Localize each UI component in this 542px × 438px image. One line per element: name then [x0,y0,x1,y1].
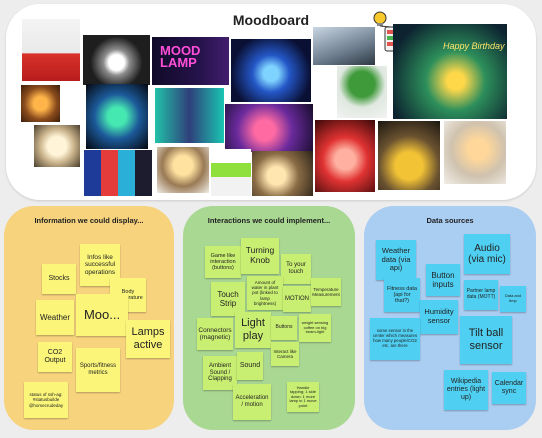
moodboard-image-paper-lamp [34,125,80,167]
interactions-panel: Interactions we could implement... Game … [183,206,355,430]
sticky-note[interactable]: Handle tapping; 1 side down: 1 more lamp… [287,382,319,412]
moodboard-image-desk-lamp [444,121,506,184]
sticky-note[interactable]: Sports/fitness metrics [76,348,120,392]
sticky-note[interactable]: Stocks [42,264,76,294]
sticky-note[interactable]: Calendar sync [492,372,526,404]
sticky-note[interactable]: Connectors (magnetic) [197,318,233,350]
sticky-note[interactable]: Tilt ball sensor [460,316,512,364]
sticky-note[interactable]: Amount of water in plant pot (linked to … [247,276,283,310]
sticky-note[interactable]: To your touch [281,254,311,284]
moodboard-image-pixel-lamp [86,84,148,149]
sticky-note[interactable]: Fitness data (api for that?) [384,278,420,312]
sticky-note[interactable]: Humidity sensor [420,300,458,334]
sticky-note[interactable]: Data and timp [500,286,526,312]
moodboard-image-red-lamp [22,19,80,81]
data-sources-panel: Data sources Weather data (via api) Audi… [364,206,536,430]
mood-lamp-text: MOOD LAMP [160,43,201,70]
display-panel: Information we could display... Infos li… [4,206,174,430]
sticky-note[interactable]: Infos like successful operations [80,244,120,286]
sticky-note[interactable]: some sensor in the center which measures… [370,318,420,360]
sticky-note[interactable]: Partner lamp data (MOTT) [464,280,498,310]
sticky-note[interactable]: Turning Knob [241,238,279,274]
sticky-note[interactable]: CO2 Output [38,342,72,372]
interactions-panel-title: Interactions we could implement... [207,216,331,225]
moodboard-image-pink-lamp [225,104,313,152]
moodboard-image-wood-lamp [21,85,60,122]
sticky-note[interactable]: Audio (via mic) [464,234,510,274]
moodboard-image-mood-lamp: MOOD LAMP [152,37,229,85]
moodboard-image-color-cubes [155,88,224,143]
moodboard-image-geo-lamps [252,151,313,196]
sticky-note[interactable]: Ambient Sound / Clapping [203,356,237,390]
display-panel-title: Information we could display... [34,216,144,225]
moodboard-image-cube-lamp [157,147,209,193]
sticky-note[interactable]: Interact like Camera [271,342,299,366]
moodboard-image-genie-lamp [378,121,440,190]
sticky-note[interactable]: Game like interaction (buttons) [205,246,241,278]
sticky-note[interactable]: Sound [237,352,263,380]
moodboard-image-plant-lamp [337,66,387,118]
sticky-note[interactable]: Moo... [76,294,128,336]
sticky-note[interactable]: status of ssh-ag: #statusbuilde @homecru… [24,382,68,418]
data-sources-panel-title: Data sources [426,216,474,225]
sticky-note[interactable]: MOTION [283,286,311,312]
sticky-note[interactable]: Wikipedia entries (light up) [444,370,488,410]
sticky-note[interactable]: Temperature Measurement [311,278,341,306]
moodboard-image-birthday-projector: Happy Birthday [393,24,507,119]
moodboard-image-red-stack [315,120,375,192]
moodboard-image-night-street [313,27,375,65]
sticky-note[interactable]: Lamps active [126,320,170,358]
moodboard-image-tube-lamps [84,150,152,196]
sticky-note[interactable]: weight sensing coffee on big beam-light [299,314,331,342]
sticky-note[interactable]: Touch Strip [211,282,245,316]
sticky-note[interactable]: Light play [235,312,271,348]
happy-birthday-text: Happy Birthday [443,41,505,51]
sticky-note[interactable]: Buttons [271,316,297,340]
sticky-note[interactable]: Button inputs [426,264,460,296]
moodboard-title: Moodboard [232,12,310,28]
moodboard-image-arch-lamp [83,35,150,85]
sticky-note[interactable]: Weather data (via api) [376,240,416,280]
moodboard-image-stripe-lamp [211,149,251,196]
sticky-note[interactable]: Acceleration / motion [233,384,271,420]
moodboard-image-hex-lamp [231,39,311,102]
sticky-note[interactable]: Weather [36,300,74,335]
